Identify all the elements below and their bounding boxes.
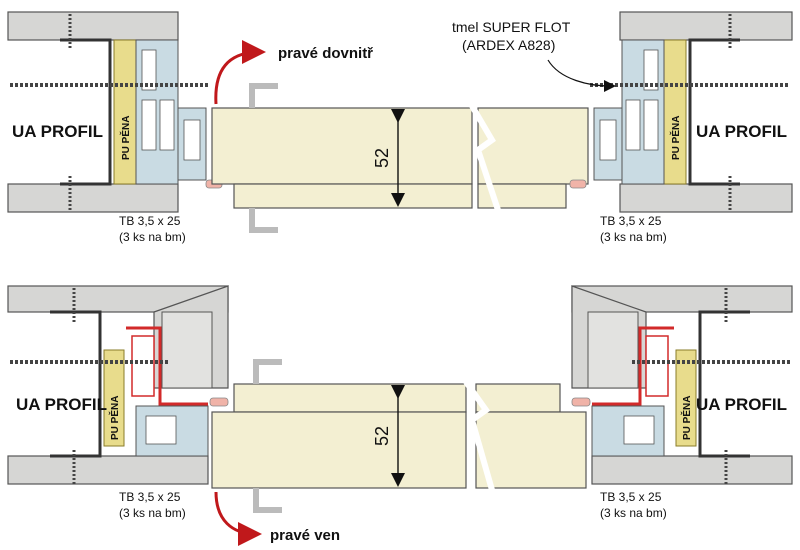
- pu-foam-label: PU PĚNA: [108, 396, 121, 440]
- wall-top-left-upper: [7, 11, 179, 41]
- screw-spec-line1: TB 3,5 x 25: [600, 490, 662, 504]
- pu-foam-strip: [103, 349, 125, 447]
- screw-spec-line2: (3 ks na bm): [600, 506, 667, 520]
- dimension-label: 52: [372, 426, 392, 446]
- top-left-frame: PU PĚNA UA PROFIL TB 3,5 x 25 (3 ks na b…: [7, 11, 223, 244]
- door-handle-bottom: [253, 488, 282, 513]
- bottom-right-frame: PU PĚNA UA PROFIL TB 3,5 x 25 (3 ks na b…: [571, 285, 793, 520]
- sealant-bead: [569, 179, 587, 189]
- ua-profil-label: UA PROFIL: [16, 395, 107, 414]
- frame-chamber-3: [625, 99, 641, 151]
- frame-chamber-3: [159, 99, 175, 151]
- ua-profil-label: UA PROFIL: [696, 395, 787, 414]
- bottom-detail: PU PĚNA UA PROFIL TB 3,5 x 25 (3 ks na b…: [7, 285, 793, 546]
- door-handle-top: [249, 83, 278, 108]
- direction-label: pravé ven: [270, 527, 340, 544]
- ua-profile-channel: [688, 38, 740, 186]
- wall-lower: [591, 455, 793, 485]
- frame-chamber: [145, 415, 177, 445]
- wall-top-right-lower: [619, 183, 793, 213]
- break-line: [463, 380, 495, 491]
- sealant-note-line2: (ARDEX A828): [462, 37, 555, 53]
- wall-top-left-lower: [7, 183, 179, 213]
- door-handle-bottom: [249, 208, 278, 233]
- opening-direction-arrow: [214, 491, 262, 546]
- screw-spec-line2: (3 ks na bm): [600, 230, 667, 244]
- ua-profile-channel: [698, 310, 750, 458]
- ua-profil-label: UA PROFIL: [696, 122, 787, 141]
- ua-profil-label: UA PROFIL: [12, 122, 103, 141]
- wall-top-right-upper: [619, 11, 793, 41]
- break-line: [469, 104, 501, 211]
- pu-foam-strip: [113, 39, 137, 185]
- pu-foam-label: PU PĚNA: [119, 116, 132, 160]
- screw-spec-line2: (3 ks na bm): [119, 230, 186, 244]
- frame-chamber-1: [141, 49, 157, 91]
- pu-foam-strip: [663, 39, 687, 185]
- sealant-leader-arrow: [547, 59, 616, 92]
- door-leaf-main: [211, 107, 473, 185]
- sealant-bead: [571, 397, 591, 407]
- wall-lower: [7, 455, 209, 485]
- pu-foam-label: PU PĚNA: [680, 396, 693, 440]
- top-detail: PU PĚNA UA PROFIL TB 3,5 x 25 (3 ks na b…: [7, 11, 793, 244]
- red-steel-profile: [592, 326, 674, 406]
- red-steel-profile: [126, 326, 208, 406]
- screw-spec-line1: TB 3,5 x 25: [600, 214, 662, 228]
- door-leaf-main-right: [475, 411, 587, 489]
- top-door-leaf: 52: [211, 83, 589, 233]
- frame-chamber-1: [643, 49, 659, 91]
- opening-direction-arrow: [214, 40, 266, 105]
- frame-stop-chamber: [599, 119, 617, 161]
- frame-chamber: [623, 415, 655, 445]
- red-profile-chamber: [645, 335, 669, 397]
- sealant-note-line1: tmel SUPER FLOT: [452, 19, 571, 35]
- door-leaf-rebate: [233, 383, 467, 413]
- screw-spec-line1: TB 3,5 x 25: [119, 490, 181, 504]
- top-right-frame: PU PĚNA UA PROFIL TB 3,5 x 25 (3 ks na b…: [569, 11, 793, 244]
- door-leaf-rebate-right: [475, 383, 561, 413]
- bottom-door-leaf: 52: [211, 359, 587, 513]
- bottom-left-frame: PU PĚNA UA PROFIL TB 3,5 x 25 (3 ks na b…: [7, 285, 229, 520]
- pu-foam-label: PU PĚNA: [669, 116, 682, 160]
- ua-profile-channel: [50, 310, 102, 458]
- door-leaf-rebate: [233, 183, 473, 209]
- sealant-bead: [209, 397, 229, 407]
- door-handle-top: [253, 359, 282, 384]
- lining-inner: [587, 311, 639, 389]
- ua-profile-channel: [60, 38, 112, 186]
- screw-spec-line2: (3 ks na bm): [119, 506, 186, 520]
- frame-chamber-2: [643, 99, 659, 151]
- dimension-label: 52: [372, 148, 392, 168]
- screw-spec-line1: TB 3,5 x 25: [119, 214, 181, 228]
- door-leaf-main-right: [477, 107, 589, 185]
- pu-foam-strip: [675, 349, 697, 447]
- red-profile-chamber: [131, 335, 155, 397]
- door-leaf-main: [211, 411, 467, 489]
- direction-label: pravé dovnitř: [278, 45, 373, 62]
- lining-inner: [161, 311, 213, 389]
- frame-stop-chamber: [183, 119, 201, 161]
- frame-chamber-2: [141, 99, 157, 151]
